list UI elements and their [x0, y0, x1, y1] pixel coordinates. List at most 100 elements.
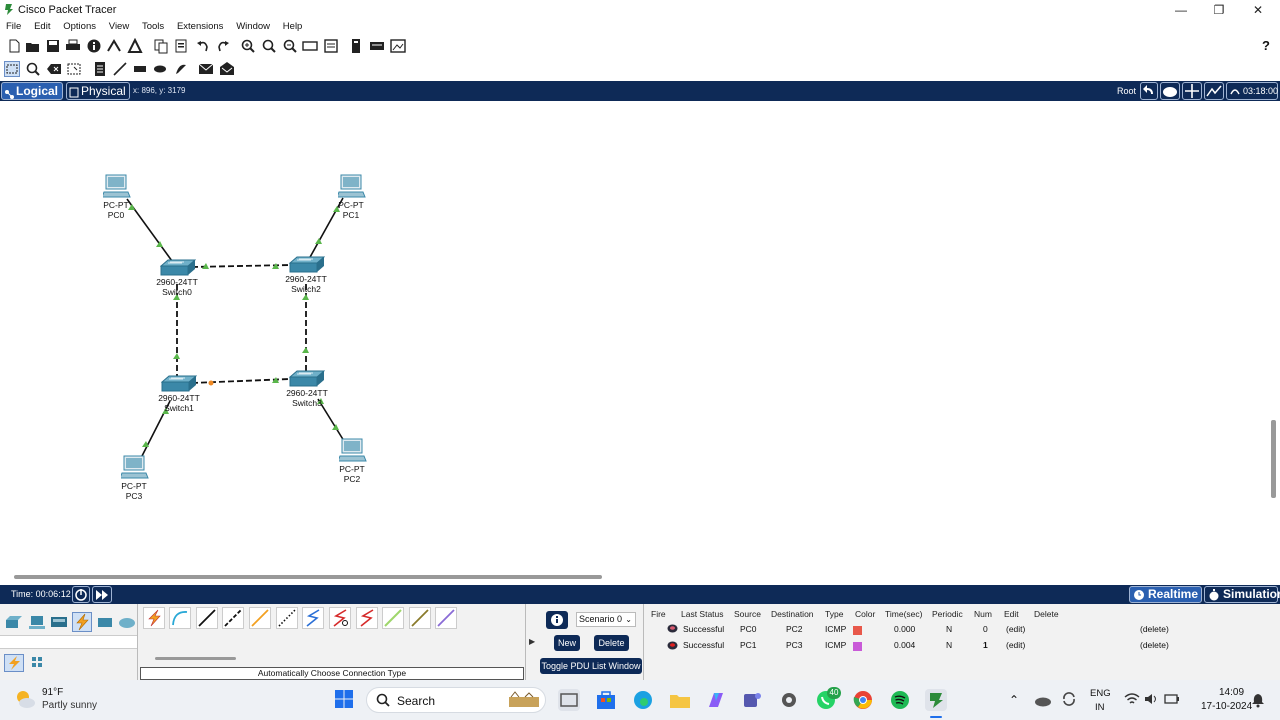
language-primary[interactable]: ENG [1090, 688, 1111, 699]
coaxial-icon[interactable] [302, 607, 324, 629]
menu-tools[interactable]: Tools [141, 21, 165, 32]
menu-options[interactable]: Options [63, 21, 96, 32]
connection-subtype-lightning-icon[interactable] [4, 654, 24, 672]
link-pc2-switch3[interactable] [317, 398, 345, 442]
logical-workspace[interactable]: PC-PT PC0 PC-PT PC1 PC-PT PC2 PC-PT PC3 … [0, 101, 1280, 571]
root-label[interactable]: Root [1117, 86, 1137, 96]
open-folder-icon[interactable] [25, 38, 41, 54]
cluster-icon[interactable] [1160, 82, 1180, 100]
move-object-icon[interactable] [1182, 82, 1202, 100]
fire-button-icon[interactable] [667, 624, 678, 633]
network-clock[interactable]: 03:18:00 [1226, 82, 1278, 100]
multiuser-icon[interactable] [118, 614, 136, 630]
octal-cable-icon[interactable] [382, 607, 404, 629]
draw-ellipse-icon[interactable] [152, 61, 168, 77]
maximize-button[interactable]: ❐ [1213, 3, 1225, 17]
menu-help[interactable]: Help [282, 21, 303, 32]
taskbar-search[interactable]: Search [366, 687, 546, 713]
wifi-icon[interactable] [1124, 692, 1140, 709]
custom-devices-icon[interactable] [323, 38, 339, 54]
device-switch2[interactable]: 2960-24TT Switch2 [285, 256, 327, 294]
device-pc2[interactable]: PC-PT PC2 [337, 438, 367, 484]
device-switch0[interactable]: 2960-24TT Switch0 [156, 259, 198, 297]
task-view-icon[interactable] [558, 689, 580, 711]
start-icon[interactable] [334, 689, 354, 709]
back-icon[interactable] [1140, 82, 1158, 100]
add-simple-pdu-icon[interactable] [198, 61, 214, 77]
copilot-icon[interactable] [705, 689, 727, 711]
menu-edit[interactable]: Edit [34, 21, 51, 32]
components-icon[interactable] [50, 614, 68, 630]
connections-icon[interactable] [72, 612, 92, 632]
network-devices-icon[interactable] [5, 614, 23, 630]
draw-rectangle-icon[interactable] [132, 61, 148, 77]
toggle-pdu-list-button[interactable]: Toggle PDU List Window [540, 658, 642, 674]
tab-logical[interactable]: Logical [1, 82, 63, 100]
menu-view[interactable]: View [108, 21, 130, 32]
edge-icon[interactable] [632, 689, 654, 711]
new-file-icon[interactable] [6, 38, 22, 54]
weather-icon[interactable] [14, 688, 36, 710]
select-tool-icon[interactable] [4, 61, 20, 77]
device-pc0[interactable]: PC-PT PC0 [101, 174, 131, 220]
language-secondary[interactable]: IN [1095, 702, 1105, 713]
iot-custom-cable-icon[interactable] [409, 607, 431, 629]
topology-canvas[interactable] [0, 101, 1280, 571]
viewport-icon[interactable] [1204, 82, 1224, 100]
scenario-info-icon[interactable] [546, 611, 568, 629]
power-cycle-icon[interactable] [72, 586, 90, 603]
onedrive-icon[interactable] [1034, 693, 1052, 710]
activity-wizard-icon[interactable] [127, 37, 143, 54]
copper-straight-through-icon[interactable] [196, 607, 218, 629]
volume-icon[interactable] [1144, 692, 1160, 709]
fiber-icon[interactable] [249, 607, 271, 629]
paste-icon[interactable] [173, 38, 189, 54]
realtime-mode-tab[interactable]: Realtime [1129, 586, 1202, 603]
miscellaneous-icon[interactable] [96, 614, 114, 630]
auto-connection-icon[interactable] [143, 607, 165, 629]
device-search-box[interactable] [0, 635, 137, 649]
link-switch1-switch3[interactable] [191, 378, 291, 384]
packet-tracer-task-icon[interactable] [925, 689, 947, 711]
teams-icon[interactable] [741, 689, 763, 711]
undo-icon[interactable] [195, 38, 211, 54]
place-note-icon[interactable] [92, 61, 108, 77]
scenario-select[interactable]: Scenario 0 ⌄ [576, 612, 636, 627]
delete-link[interactable]: (delete) [1140, 640, 1169, 650]
phone-cable-icon[interactable] [276, 607, 298, 629]
notification-bell-icon[interactable] [1251, 692, 1265, 711]
menu-window[interactable]: Window [236, 21, 271, 32]
inspect-icon[interactable] [25, 61, 41, 77]
info-icon[interactable] [86, 38, 102, 54]
device-pc1[interactable]: PC-PT PC1 [336, 174, 366, 220]
taskbar-clock[interactable]: 14:09 [1219, 687, 1245, 698]
minimize-button[interactable]: — [1175, 3, 1187, 17]
serial-dte-icon[interactable] [356, 607, 378, 629]
spotify-icon[interactable] [889, 689, 911, 711]
simulation-mode-tab[interactable]: Simulation [1204, 586, 1280, 603]
help-icon[interactable]: ? [1262, 38, 1270, 53]
taskbar-date[interactable]: 17-10-2024 [1201, 701, 1253, 712]
device-pc3[interactable]: PC-PT PC3 [119, 455, 149, 501]
connections-scrollbar[interactable] [155, 657, 236, 660]
network-wizard-icon[interactable] [106, 38, 122, 54]
zoom-reset-icon[interactable] [261, 38, 277, 54]
print-icon[interactable] [65, 38, 81, 54]
new-scenario-button[interactable]: New [554, 635, 580, 651]
delete-tool-icon[interactable] [46, 61, 62, 77]
device-switch3[interactable]: 2960-24TT Switch3 [286, 370, 328, 408]
usb-cable-icon[interactable] [435, 607, 457, 629]
chrome-icon[interactable] [852, 689, 874, 711]
fire-button-icon[interactable] [667, 641, 678, 650]
device-icon[interactable] [369, 38, 385, 54]
freeform-icon[interactable] [173, 61, 189, 77]
grid-icon[interactable] [31, 656, 45, 670]
delete-scenario-button[interactable]: Delete [594, 635, 629, 651]
save-icon[interactable] [45, 38, 61, 54]
horizontal-scrollbar[interactable] [14, 575, 602, 579]
settings-icon[interactable] [778, 689, 800, 711]
dialog-icon[interactable] [348, 38, 364, 54]
battery-icon[interactable] [1164, 693, 1180, 708]
menu-extensions[interactable]: Extensions [176, 21, 224, 32]
collapse-arrow-icon[interactable]: ▶ [529, 637, 536, 646]
